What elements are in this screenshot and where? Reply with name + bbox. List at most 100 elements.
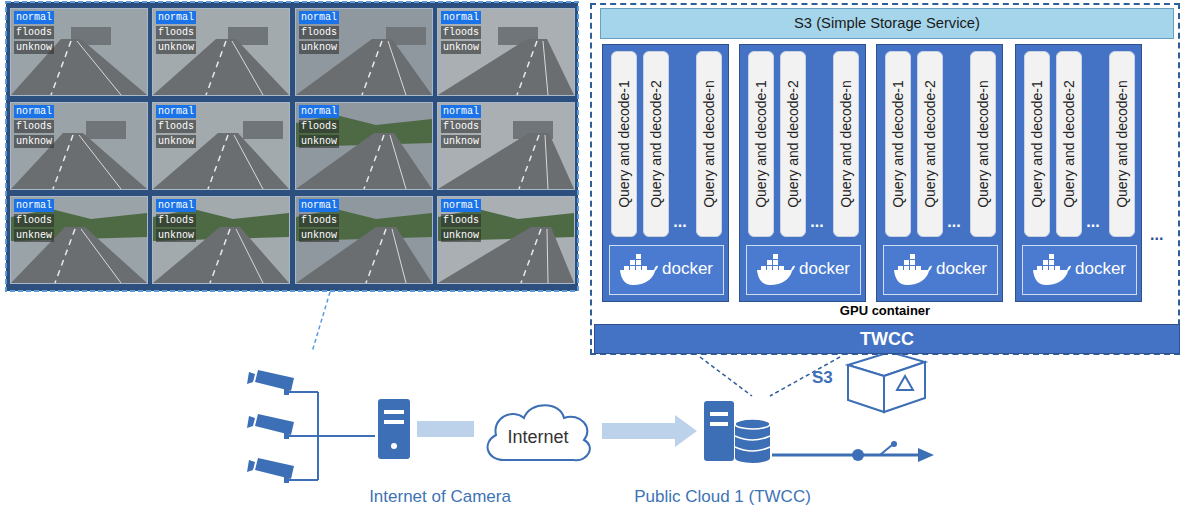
status-tag: normal	[156, 199, 196, 212]
class-label: floods	[299, 120, 339, 133]
whale-container	[1043, 266, 1048, 271]
class-label: floods	[441, 214, 481, 227]
scene-sky	[11, 9, 147, 95]
process-label: Query and decode-n	[975, 80, 991, 208]
camera-thumbnail: normalfloodsunknow	[152, 196, 290, 284]
camera-wire	[286, 479, 318, 481]
scene-road	[438, 39, 574, 95]
camera-lens	[247, 416, 255, 428]
status-tag: normal	[299, 11, 339, 24]
process-label: Query and decode-2	[785, 80, 801, 208]
lane-line	[545, 135, 548, 189]
camera-thumbnail: normalfloodsunknow	[10, 102, 148, 190]
whale-container	[642, 266, 647, 271]
camera-wire	[318, 435, 375, 437]
class-label: unknow	[156, 41, 196, 54]
zoom-leader-line	[700, 357, 752, 396]
block-arrow	[417, 429, 474, 430]
docker-whale	[755, 254, 795, 286]
process-pill: Query and decode-1	[611, 51, 637, 237]
lane-line	[77, 41, 121, 95]
zoom-leader-line	[312, 292, 330, 352]
status-tag: normal	[14, 199, 54, 212]
whale-container	[1043, 260, 1048, 265]
process-pill: Query and decode-n	[833, 51, 859, 237]
lane-line	[519, 135, 539, 189]
whale-body	[620, 266, 658, 285]
scene-sky	[438, 197, 574, 283]
class-label: floods	[299, 214, 339, 227]
storage-bar: S3 (Simple Storage Service)	[600, 8, 1174, 39]
container-label: GPU container	[592, 303, 1178, 319]
server-node: Public Cloud 1 (TWCC)	[605, 395, 840, 512]
server-icon	[703, 398, 771, 464]
block-arrow	[602, 415, 697, 447]
class-label: floods	[441, 26, 481, 39]
whale-container	[904, 266, 909, 271]
process-label: Query and decode-1	[753, 80, 769, 208]
whale-container	[630, 266, 635, 271]
class-label: unknew	[14, 229, 54, 242]
process-label: Query and decode-1	[1029, 80, 1045, 208]
class-label: unknow	[299, 229, 339, 242]
database-ring	[735, 436, 770, 440]
process-label: Query and decode-2	[648, 80, 664, 208]
lane-line	[364, 135, 384, 189]
whale-container	[624, 266, 629, 271]
s3-cube	[884, 362, 925, 412]
process-label: Query and decode-n	[1114, 80, 1130, 208]
network-cloud: Internet	[480, 398, 596, 464]
scene-sky	[296, 197, 432, 283]
lane-line	[366, 229, 386, 283]
process-pill: Query and decode-2	[780, 51, 806, 237]
whale-body	[1033, 266, 1071, 285]
class-label: unknow	[14, 135, 54, 148]
server-slot	[710, 422, 728, 426]
lane-line	[517, 41, 537, 95]
status-tag: normal	[299, 105, 339, 118]
camera-wire	[286, 435, 318, 437]
process-pill: Query and decode-n	[1109, 51, 1135, 237]
whale-container	[910, 254, 915, 259]
scene-road	[296, 227, 432, 283]
ellipsis: ...	[939, 213, 969, 231]
database-top	[735, 419, 770, 429]
node-caption: Internet of Camera	[355, 487, 525, 507]
server-slot	[384, 420, 404, 424]
camera-thumbnail: normalfloodsunknow	[437, 196, 575, 284]
usb-line	[772, 454, 920, 457]
whale-container	[1037, 266, 1042, 271]
docker-badge: docker	[746, 245, 861, 295]
class-label: floods	[14, 120, 54, 133]
docker-label: docker	[1075, 259, 1126, 279]
class-label: floods	[156, 120, 196, 133]
lane-line	[232, 41, 263, 95]
class-label: unknow	[156, 229, 196, 242]
process-pill: Query and decode-2	[917, 51, 943, 237]
whale-container	[773, 254, 778, 259]
class-label: floods	[14, 26, 54, 39]
whale-body	[894, 266, 932, 285]
whale-container	[1049, 254, 1054, 259]
docker-whale	[892, 254, 932, 286]
whale-container	[910, 266, 915, 271]
whale-container	[1055, 266, 1060, 271]
usb-dot	[852, 449, 864, 461]
class-label: floods	[441, 120, 481, 133]
process-label: Query and decode-2	[922, 80, 938, 208]
class-label: unknow	[441, 229, 481, 242]
class-label: unknow	[441, 41, 481, 54]
camera-thumbnail: normalfloodsunknow	[295, 8, 433, 96]
server-tower	[704, 401, 734, 461]
process-label: Query and decode-2	[1061, 80, 1077, 208]
process-label: Query and decode-1	[890, 80, 906, 208]
scene-road	[438, 227, 574, 283]
scene-road	[11, 39, 147, 95]
process-pill: Query and decode-n	[696, 51, 722, 237]
scene-sky	[438, 9, 574, 95]
status-tag: normal	[441, 11, 481, 24]
camera-thumbnail: normalfloodsunknow	[437, 102, 575, 190]
whale-container	[916, 266, 921, 271]
process-pill: Query and decode-1	[748, 51, 774, 237]
camera-body	[255, 414, 294, 435]
